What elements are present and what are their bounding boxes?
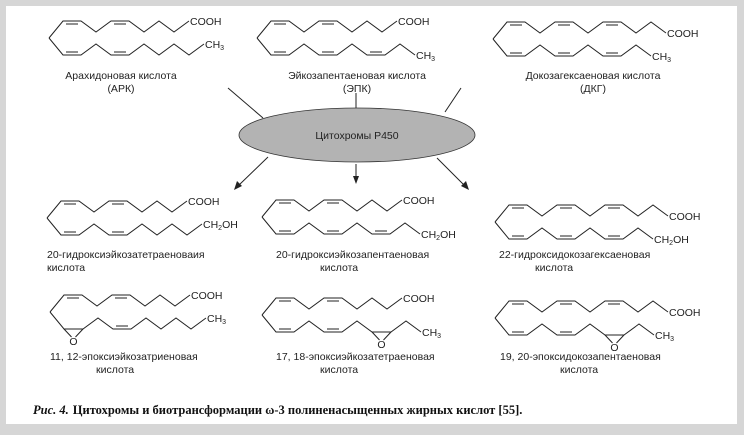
hete-name-2: кислота — [47, 262, 85, 274]
molecules: COOHCH3COOHCH3COOHCH3COOHCH2OHCOOHCH2OHC… — [46, 16, 701, 354]
epk-name: Эйкозапентаеновая кислота — [288, 70, 426, 82]
enzyme-label: Цитохромы P450 — [315, 130, 398, 142]
figure-panel — [6, 6, 737, 424]
ch2oh-group: CH2OH — [421, 229, 456, 242]
carbon-chain — [494, 221, 654, 240]
eeq-17-18-structure: COOH O CH3 — [261, 293, 441, 351]
cooh-group: COOH — [403, 195, 435, 207]
cooh-group: COOH — [190, 16, 222, 28]
hete-20-structure: COOH CH2OH — [46, 196, 238, 236]
cooh-group: COOH — [403, 293, 435, 305]
carbon-chain — [261, 216, 421, 235]
carbon-chain — [261, 297, 403, 316]
ch3-group: CH3 — [207, 313, 226, 326]
connector-dkg — [444, 87, 462, 113]
carbon-chain — [492, 38, 652, 57]
ch3-group: CH3 — [416, 50, 435, 63]
oxygen-label: O — [610, 342, 618, 354]
carbon-chain — [261, 314, 422, 333]
edp-name: 19, 20-эпоксидокозапентаеновая — [500, 351, 661, 363]
cooh-group: COOH — [191, 290, 223, 302]
oxygen-label: O — [69, 336, 77, 348]
cooh-group: COOH — [667, 28, 699, 40]
carbon-chain — [256, 37, 416, 56]
carbon-chain — [492, 21, 667, 40]
ch3-group: CH3 — [655, 330, 674, 343]
ch2oh-group: CH2OH — [203, 219, 238, 232]
figure-caption-text: Цитохромы и биотрансформации ω-3 полинен… — [73, 403, 523, 417]
carbon-chain — [46, 217, 203, 236]
eeq-name: 17, 18-эпоксиэйкозатетраеновая — [276, 351, 435, 363]
hdohe-22-structure: COOH CH2OH — [494, 204, 701, 247]
hepe-name: 20-гидроксиэйкозапентаеновая — [276, 249, 429, 261]
figure-number: Рис. 4. — [33, 403, 69, 417]
hete-name: 20-гидроксиэйкозатетраеноваия — [47, 249, 205, 261]
hdohe-name: 22-гидроксидокозагексаеновая — [499, 249, 650, 261]
ark-abbr: (АРК) — [107, 83, 134, 95]
ark-name: Арахидоновая кислота — [65, 70, 177, 82]
ch3-group: CH3 — [205, 39, 224, 52]
carbon-chain — [256, 20, 398, 39]
arrowhead-left — [234, 181, 242, 190]
eet-name-2: кислота — [96, 364, 134, 376]
connector-ark — [227, 87, 264, 119]
dkg-abbr: (ДКГ) — [580, 83, 606, 95]
oxygen-label: O — [377, 339, 385, 351]
carbon-chain — [49, 311, 207, 330]
eeq-name-2: кислота — [320, 364, 358, 376]
cooh-group: COOH — [669, 211, 701, 223]
hepe-20-structure: COOH CH2OH — [261, 195, 456, 242]
enzyme-ellipse — [238, 107, 476, 163]
carbon-chain — [494, 300, 669, 319]
hdohe-name-2: кислота — [535, 262, 573, 274]
epoxide-bond — [604, 334, 613, 344]
arrow-right — [436, 157, 466, 187]
edp-19-20-structure: COOH O CH3 — [494, 300, 701, 354]
eicosapentaenoic-acid-structure: COOH CH3 — [256, 16, 435, 63]
carbon-chain — [494, 204, 669, 223]
ch2oh-group: CH2OH — [654, 234, 689, 247]
ch3-group: CH3 — [652, 51, 671, 64]
ch3-group: CH3 — [422, 327, 441, 340]
epoxide-bond — [75, 328, 84, 338]
edp-name-2: кислота — [560, 364, 598, 376]
epk-abbr: (ЭПК) — [343, 83, 371, 95]
cooh-group: COOH — [669, 307, 701, 319]
docosahexaenoic-acid-structure: COOH CH3 — [492, 21, 699, 64]
epoxide-bond — [383, 331, 392, 341]
arrowheads — [234, 176, 469, 190]
carbon-chain — [46, 200, 188, 219]
epoxide-bond — [371, 331, 380, 341]
carbon-chain — [48, 20, 190, 39]
epoxide-bond — [616, 334, 625, 344]
arrowhead-center — [353, 176, 359, 184]
carbon-chain — [261, 199, 403, 218]
hepe-name-2: кислота — [320, 262, 358, 274]
carbon-chain — [49, 294, 191, 313]
connectors — [227, 87, 466, 187]
carbon-chain — [48, 37, 205, 56]
eet-11-12-structure: COOH O CH3 — [49, 290, 226, 348]
arrow-left — [237, 156, 269, 187]
cooh-group: COOH — [188, 196, 220, 208]
arachidonic-acid-structure: COOH CH3 — [48, 16, 224, 56]
carbon-chain — [494, 317, 655, 336]
cooh-group: COOH — [398, 16, 430, 28]
epoxide-bond — [63, 328, 72, 338]
eet-name: 11, 12-эпоксиэйкозатриеновая — [50, 351, 198, 363]
figure-caption: Рис. 4. Цитохромы и биотрансформации ω-3 … — [33, 403, 522, 417]
dkg-name: Докозагексаеновая кислота — [526, 70, 661, 82]
arrowhead-right — [461, 181, 469, 190]
